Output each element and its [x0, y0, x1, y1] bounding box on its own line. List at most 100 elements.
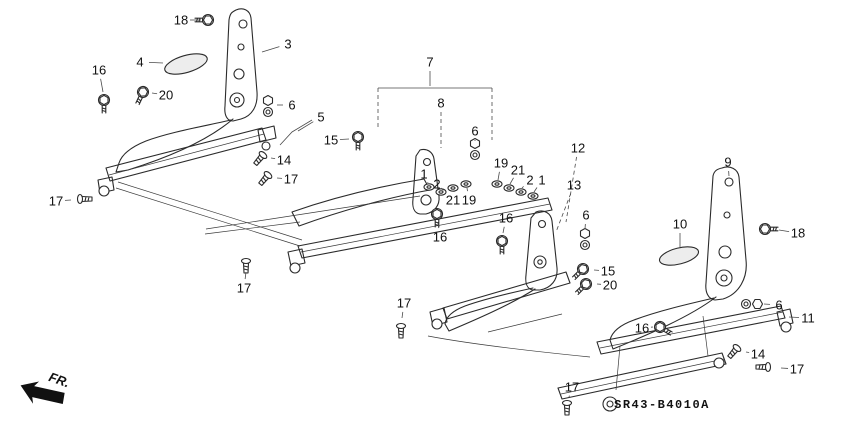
bolt-icon — [572, 275, 595, 298]
callout-leader-line — [100, 78, 104, 93]
callout-label-17: 17 — [284, 172, 298, 187]
slide-rail-center-right — [442, 271, 571, 320]
nut-washer-icon — [579, 227, 591, 251]
hardware — [76, 13, 779, 416]
callout-leader-line — [297, 121, 314, 132]
callout-label-17: 17 — [237, 281, 251, 296]
callout-label-14: 14 — [751, 347, 765, 362]
screw-icon — [755, 361, 772, 373]
callout-leader-line — [151, 92, 158, 95]
right-seat-rail-assembly — [427, 166, 794, 412]
washer-icon — [447, 184, 459, 192]
callout-label-17: 17 — [49, 194, 63, 209]
nut-washer-icon — [262, 94, 274, 118]
callout-leader-line — [497, 171, 500, 181]
callout-leader-line — [261, 46, 280, 53]
callout-label-10: 10 — [673, 217, 687, 232]
callout-label-19: 19 — [462, 193, 476, 208]
callout-label-8: 8 — [437, 96, 444, 111]
callout-leader-line — [148, 61, 164, 64]
nut-washer-icon — [469, 137, 481, 161]
callout-leader-line — [440, 187, 444, 191]
callout-label-6: 6 — [775, 298, 782, 313]
callout-label-4: 4 — [136, 55, 143, 70]
callout-leader-line — [521, 186, 524, 189]
washer-icon — [491, 180, 503, 188]
recliner-bracket-left — [224, 8, 258, 122]
slide-rail-right-lower — [557, 352, 727, 400]
callout-label-9: 9 — [724, 155, 731, 170]
callout-label-7: 7 — [426, 55, 433, 70]
screw-icon — [561, 399, 573, 416]
callout-label-6: 6 — [471, 124, 478, 139]
left-seat-rail-assembly — [97, 8, 303, 247]
callout-leader-line — [509, 177, 514, 185]
callout-leader-line — [437, 222, 440, 229]
front-arrow-icon — [20, 381, 65, 404]
callout-label-13: 13 — [567, 178, 581, 193]
grouping-lines — [279, 87, 493, 146]
bolt-icon — [430, 207, 444, 228]
callout-label-19: 19 — [494, 156, 508, 171]
callout-label-6: 6 — [288, 98, 295, 113]
callout-leader-line — [555, 193, 572, 233]
callout-label-17: 17 — [790, 362, 804, 377]
center-rail-assembly — [204, 148, 553, 274]
recline-handle-right — [658, 246, 700, 266]
washer-icon — [460, 180, 472, 188]
riser-bracket-right-inner — [525, 210, 558, 291]
callout-label-2: 2 — [433, 177, 440, 192]
callout-label-21: 21 — [511, 163, 525, 178]
callout-label-6: 6 — [582, 208, 589, 223]
callout-leader-line — [401, 311, 404, 319]
bolt-icon — [495, 234, 509, 255]
bolt-icon — [351, 130, 365, 151]
callout-label-17: 17 — [397, 296, 411, 311]
washer-icon — [527, 192, 539, 200]
callout-leader-line — [466, 187, 468, 192]
callout-label-16: 16 — [635, 321, 649, 336]
callout-leader-line — [502, 226, 505, 234]
callout-leader-line — [270, 157, 276, 160]
callout-leader-line — [778, 229, 790, 232]
callout-label-18: 18 — [174, 13, 188, 28]
callout-label-1: 1 — [538, 173, 545, 188]
washer-icon — [503, 184, 515, 192]
slide-rail-center — [297, 197, 553, 259]
callout-label-2: 2 — [526, 173, 533, 188]
callout-leader-line — [533, 187, 538, 193]
callout-leader-line — [565, 156, 577, 223]
screw-icon — [725, 342, 743, 361]
callout-leader-line — [745, 351, 750, 353]
callout-label-14: 14 — [277, 153, 291, 168]
callout-leader-line — [244, 271, 247, 280]
callout-label-3: 3 — [284, 37, 291, 52]
callout-label-20: 20 — [603, 278, 617, 293]
callout-label-16: 16 — [433, 230, 447, 245]
recliner-bracket-right — [705, 166, 747, 301]
screw-icon — [76, 193, 93, 205]
callout-label-15: 15 — [324, 133, 338, 148]
callout-leader-line — [788, 316, 800, 318]
callout-label-18: 18 — [791, 226, 805, 241]
screw-icon — [240, 257, 252, 274]
callout-label-20: 20 — [159, 88, 173, 103]
screw-icon — [251, 149, 269, 168]
callout-leader-line — [339, 138, 350, 140]
callout-label-11: 11 — [801, 311, 815, 326]
callout-label-12: 12 — [571, 141, 585, 156]
callout-label-1: 1 — [420, 167, 427, 182]
screw-icon — [256, 169, 274, 188]
callout-label-21: 21 — [446, 193, 460, 208]
callout-label-16: 16 — [499, 211, 513, 226]
bolt-icon — [758, 222, 779, 236]
front-direction-label: FR. — [47, 369, 72, 390]
callout-label-5: 5 — [317, 110, 324, 125]
bolt-icon — [97, 93, 111, 114]
slide-rail-right-upper — [596, 305, 786, 355]
callout-label-15: 15 — [601, 264, 615, 279]
diagram-code: SR43-B4010A — [614, 398, 710, 412]
